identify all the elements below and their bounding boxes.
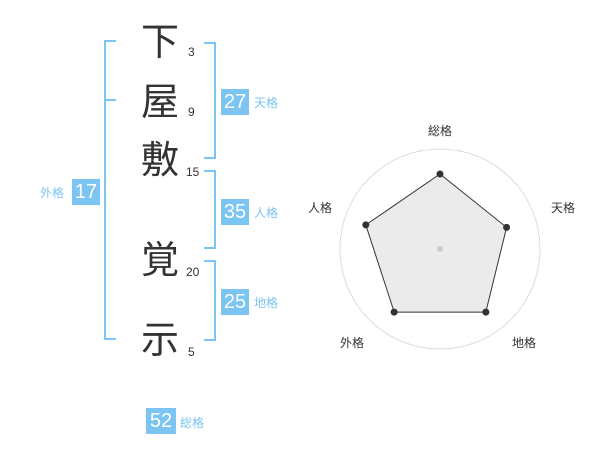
stroke-count-3: 15	[186, 165, 200, 179]
tenkaku-value: 27	[221, 89, 249, 115]
chikaku-value: 25	[221, 289, 249, 315]
stroke-count-5: 5	[188, 345, 195, 359]
gaikaku-label: 外格	[40, 186, 65, 200]
stroke-count-2: 9	[188, 105, 195, 119]
radar-point	[436, 170, 444, 178]
radar-axis-label-soukaku: 総格	[427, 124, 452, 138]
radar-point	[482, 308, 490, 316]
radar-point	[362, 221, 370, 229]
soukaku-label: 総格	[180, 416, 205, 430]
name-char-1: 下	[140, 20, 179, 64]
jinkaku-label: 人格	[254, 206, 279, 220]
tenkaku-label: 天格	[254, 96, 279, 110]
radar-point	[390, 308, 398, 316]
name-char-5: 示	[140, 318, 179, 362]
soukaku-value: 52	[146, 408, 176, 434]
radar-axis-label-chikaku: 地格	[511, 336, 536, 350]
gaikaku-value: 17	[72, 179, 100, 205]
name-char-3: 敷	[140, 138, 179, 182]
radar-area	[365, 173, 508, 313]
stroke-count-4: 20	[186, 265, 200, 279]
radar-point	[503, 223, 511, 231]
radar-axis-label-tenkaku: 天格	[550, 201, 575, 215]
name-char-2: 屋	[140, 80, 179, 124]
name-char-4: 覚	[140, 238, 179, 282]
radar-axis-label-gaikaku: 外格	[339, 336, 364, 350]
jinkaku-value: 35	[221, 199, 249, 225]
stroke-count-1: 3	[188, 45, 195, 59]
radar-center-dot	[437, 246, 443, 252]
chikaku-label: 地格	[254, 296, 279, 310]
radar-axis-label-jinkaku: 人格	[307, 201, 332, 215]
